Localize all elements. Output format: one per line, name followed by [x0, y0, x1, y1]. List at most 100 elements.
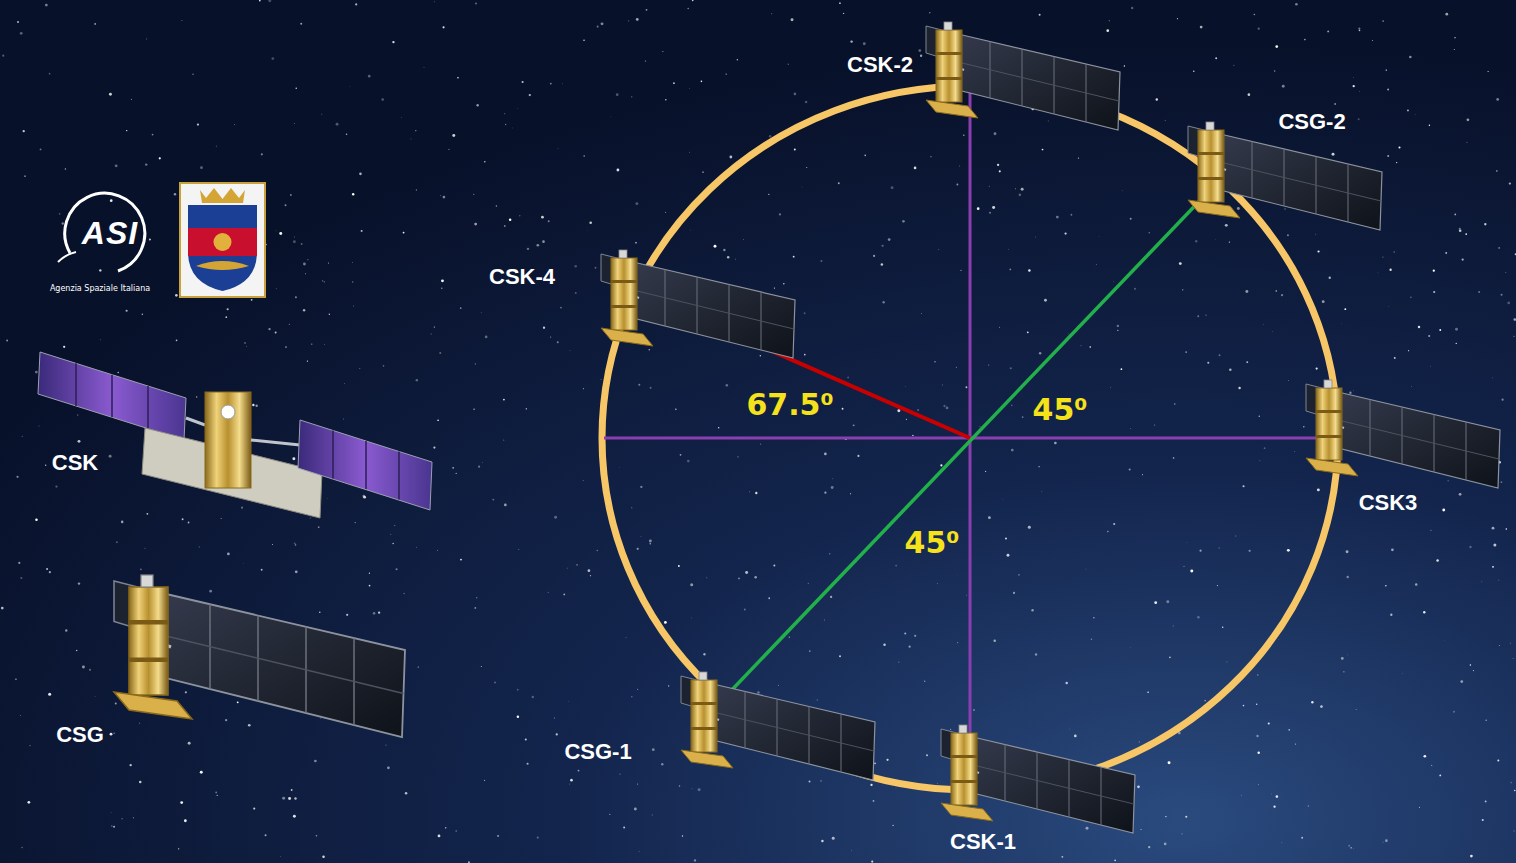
star: [294, 542, 296, 544]
star: [1169, 656, 1171, 658]
star: [1496, 98, 1499, 101]
star: [261, 153, 263, 155]
star: [966, 386, 968, 388]
star: [1346, 550, 1349, 553]
star: [445, 827, 446, 828]
star: [343, 418, 345, 420]
star: [760, 444, 761, 445]
csk-satellite: [38, 352, 432, 518]
star: [673, 82, 675, 84]
star: [525, 738, 527, 740]
star: [863, 42, 866, 45]
star: [870, 784, 872, 786]
star: [1496, 170, 1498, 172]
star: [200, 771, 203, 774]
star: [768, 597, 770, 599]
star: [1248, 93, 1251, 96]
star: [1453, 711, 1455, 713]
star: [392, 41, 394, 43]
star: [914, 167, 917, 170]
star: [543, 327, 545, 329]
star: [133, 817, 134, 818]
star: [293, 815, 296, 818]
star: [804, 312, 806, 314]
star: [392, 543, 393, 544]
star: [1287, 549, 1290, 552]
star: [1513, 830, 1515, 832]
star: [789, 636, 790, 637]
star: [590, 575, 591, 576]
star: [275, 332, 277, 334]
star: [1352, 77, 1354, 79]
star: [1377, 272, 1379, 274]
star: [300, 23, 302, 25]
star: [1113, 281, 1115, 283]
star: [905, 386, 907, 388]
star: [992, 206, 995, 209]
star: [943, 405, 945, 407]
star: [560, 307, 562, 309]
star: [1093, 617, 1095, 619]
star: [714, 245, 717, 248]
star: [557, 341, 559, 343]
star: [1439, 329, 1441, 331]
star: [554, 516, 557, 519]
star: [126, 310, 128, 312]
star: [441, 287, 442, 288]
star: [851, 849, 853, 851]
star: [476, 597, 477, 598]
star: [788, 63, 789, 64]
star: [832, 837, 835, 840]
star: [646, 9, 648, 11]
star: [279, 232, 282, 235]
star: [809, 650, 811, 652]
star: [691, 788, 693, 790]
angle-label: 67.5⁰: [746, 388, 833, 423]
star: [1287, 234, 1289, 236]
star: [322, 280, 323, 281]
star: [401, 117, 403, 119]
star: [873, 800, 875, 802]
star: [293, 123, 295, 125]
star: [139, 781, 142, 784]
star: [289, 324, 290, 325]
star: [1311, 701, 1313, 703]
star: [268, 0, 271, 2]
star: [1193, 70, 1195, 72]
satellite-label-anchor: CSG-2: [1278, 109, 1345, 134]
star: [1430, 365, 1432, 367]
star: [824, 453, 827, 456]
star: [381, 98, 384, 101]
star: [271, 57, 274, 60]
star: [35, 519, 38, 522]
star: [234, 124, 236, 126]
star: [110, 199, 113, 202]
star: [1182, 289, 1183, 290]
star: [1113, 523, 1115, 525]
star: [1501, 294, 1503, 296]
star: [291, 789, 293, 791]
star: [456, 473, 457, 474]
star: [1371, 39, 1373, 41]
star: [111, 825, 113, 827]
satellite-type-label-anchor: CSK: [52, 450, 98, 475]
star: [649, 540, 652, 543]
star: [149, 239, 151, 241]
star: [227, 553, 230, 556]
star: [517, 716, 519, 718]
star: [518, 548, 520, 550]
star: [1445, 252, 1447, 254]
star: [718, 427, 719, 428]
star: [838, 182, 840, 184]
star: [1085, 568, 1087, 570]
star: [1288, 729, 1290, 731]
star: [527, 763, 529, 765]
star: [324, 343, 326, 345]
star: [1, 607, 4, 610]
star: [355, 3, 357, 5]
star: [1343, 671, 1344, 672]
star: [1130, 427, 1132, 429]
star: [522, 81, 524, 83]
star: [1156, 98, 1158, 100]
